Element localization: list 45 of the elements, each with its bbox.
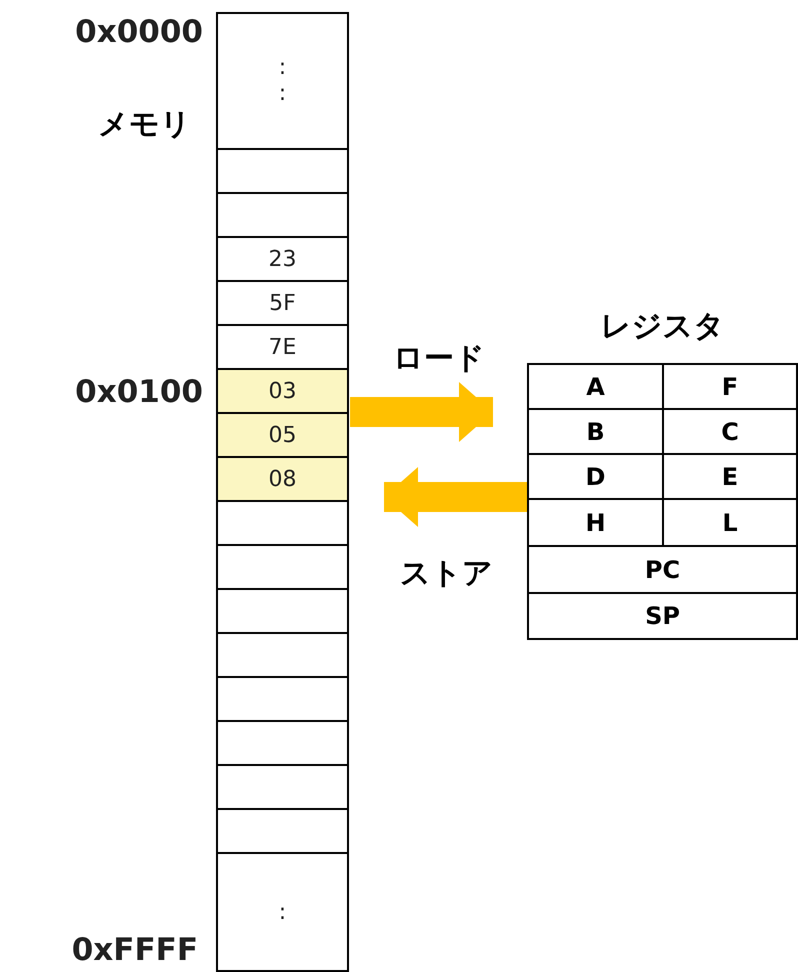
register-cell bbox=[527, 545, 798, 594]
memory-cell bbox=[216, 588, 349, 634]
memory-cell bbox=[216, 500, 349, 546]
memory-cell bbox=[216, 192, 349, 238]
block-arrow bbox=[384, 467, 527, 527]
memory-cell bbox=[216, 764, 349, 810]
group-heading: レジスタ bbox=[600, 308, 726, 346]
cell-value: D bbox=[586, 462, 606, 490]
cell-value: : bbox=[278, 55, 286, 81]
cell-value: 7E bbox=[268, 334, 296, 360]
address-label: 0x0100 bbox=[74, 374, 203, 410]
cell-value: H bbox=[585, 508, 606, 536]
cell-value: 03 bbox=[268, 378, 296, 404]
cell-value: SP bbox=[645, 602, 680, 630]
cell-value: : bbox=[278, 81, 286, 107]
cell-value: F bbox=[722, 372, 738, 400]
cell-value: C bbox=[721, 418, 739, 446]
memory-cell bbox=[216, 412, 349, 458]
memory-cell bbox=[216, 632, 349, 678]
cell-value: 23 bbox=[268, 246, 296, 272]
memory-cell bbox=[216, 456, 349, 502]
memory-cell bbox=[216, 280, 349, 326]
memory-cell bbox=[216, 676, 349, 722]
register-cell bbox=[527, 363, 664, 410]
cell-value: 08 bbox=[268, 466, 296, 492]
block-arrow bbox=[350, 382, 493, 442]
group-heading: メモリ bbox=[98, 106, 191, 144]
cell-value: E bbox=[722, 462, 738, 490]
cell-value: A bbox=[586, 372, 605, 400]
cell-value: : bbox=[278, 900, 286, 924]
cell-value: PC bbox=[644, 556, 680, 584]
memory-cell bbox=[216, 720, 349, 766]
memory-cell bbox=[216, 236, 349, 282]
memory-cell bbox=[216, 148, 349, 194]
cell-value: 5F bbox=[269, 290, 296, 316]
memory-cell bbox=[216, 544, 349, 590]
cell-value: B bbox=[586, 418, 605, 446]
memory-cell bbox=[216, 808, 349, 854]
cell-value: 05 bbox=[268, 422, 296, 448]
register-cell bbox=[662, 363, 798, 410]
memory-cell bbox=[216, 324, 349, 370]
address-label: 0xFFFF bbox=[70, 932, 198, 968]
address-label: 0x0000 bbox=[74, 14, 203, 50]
cell-value: L bbox=[722, 508, 738, 536]
register-cell bbox=[527, 592, 798, 640]
